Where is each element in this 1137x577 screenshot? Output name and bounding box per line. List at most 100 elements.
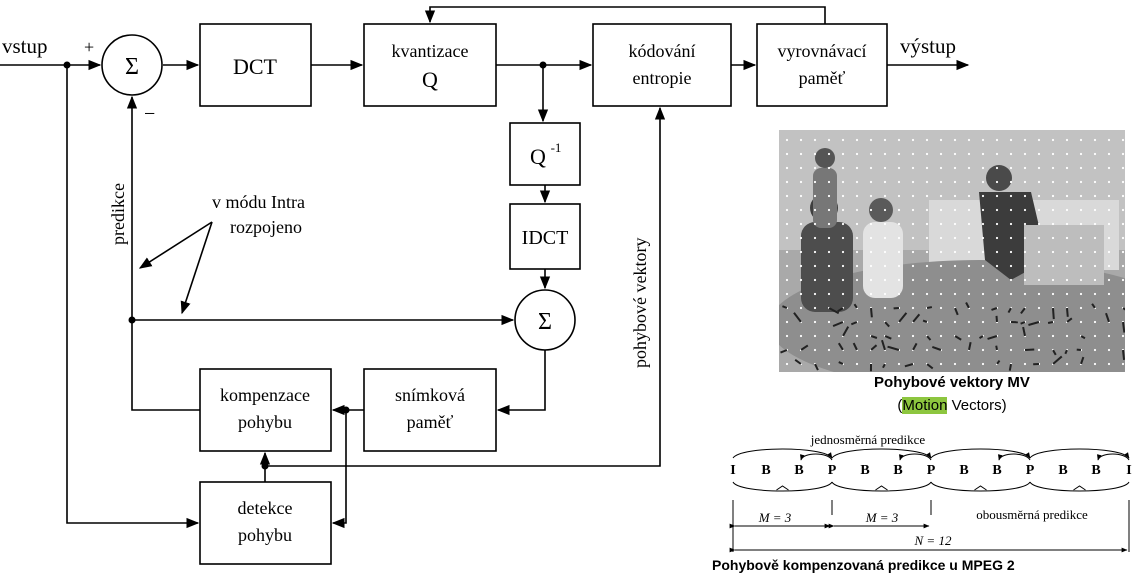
mv-dot <box>1121 236 1125 240</box>
mv-dot <box>1093 180 1097 184</box>
mv-dot <box>1009 180 1013 184</box>
mv-dot <box>1009 236 1013 240</box>
mv-dot <box>855 208 859 212</box>
mv-dot <box>981 306 985 310</box>
mv-dot <box>1051 278 1055 282</box>
mv-dot <box>1009 292 1013 296</box>
dct-label: DCT <box>233 54 278 79</box>
mv-dot <box>981 348 985 352</box>
mv-dot <box>1107 222 1111 226</box>
mv-dot <box>1107 152 1111 156</box>
mv-dot <box>1051 194 1055 198</box>
mv-dot <box>1121 152 1125 156</box>
b-arc-top-8 <box>997 453 1031 461</box>
entropy-label-2: entropie <box>633 68 692 88</box>
b-arc-top-11 <box>1096 453 1130 461</box>
buffer-label-2: paměť <box>799 68 846 88</box>
intra-label-2: rozpojeno <box>230 217 302 237</box>
mv-dot <box>841 250 845 254</box>
sum1-symbol: Σ <box>125 54 139 80</box>
invq-label: Q <box>530 144 546 169</box>
mv-dot <box>953 292 957 296</box>
mv-dot <box>813 166 817 170</box>
mv-dot <box>967 264 971 268</box>
mv-dot <box>939 138 943 142</box>
mv-dot <box>827 236 831 240</box>
mv-dot <box>785 138 789 142</box>
mv-dot <box>883 250 887 254</box>
mv-vector <box>898 312 908 323</box>
mv-dot <box>1121 292 1125 296</box>
mv-dot <box>855 194 859 198</box>
mv-dot <box>967 362 971 366</box>
b-arc-top-2 <box>799 453 833 461</box>
mv-vector <box>887 345 900 351</box>
sum2-to-framemem-arrow <box>496 350 546 416</box>
mv-dot <box>911 264 915 268</box>
mv-vector <box>978 335 984 339</box>
mv-vector <box>842 326 850 337</box>
mv-vector <box>926 306 933 309</box>
mv-dot <box>911 194 915 198</box>
gop-frame-9: P <box>1026 463 1035 478</box>
mv-dot <box>1023 208 1027 212</box>
mv-dot <box>855 264 859 268</box>
mv-dot <box>1065 236 1069 240</box>
mv-dot <box>869 236 873 240</box>
mv-dot <box>897 264 901 268</box>
gop-frame-6: P <box>927 463 936 478</box>
mv-dot <box>1093 194 1097 198</box>
mv-dot <box>785 278 789 282</box>
mv-dot <box>827 138 831 142</box>
mv-dot <box>785 194 789 198</box>
mv-dot <box>995 236 999 240</box>
mv-dot <box>953 250 957 254</box>
mv-dot <box>883 278 887 282</box>
mv-dot <box>785 320 789 324</box>
mv-vector <box>1007 307 1012 314</box>
quantizer-block <box>363 23 497 107</box>
mv-dot <box>883 264 887 268</box>
forward-arc-0 <box>732 448 833 459</box>
mv-dot <box>799 250 803 254</box>
mv-dot <box>1009 334 1013 338</box>
mv-dot <box>995 180 999 184</box>
mv-dot <box>981 362 985 366</box>
mv-vector <box>1022 326 1026 337</box>
mv-dot <box>813 306 817 310</box>
mv-vector <box>814 363 819 371</box>
mv-dot <box>1023 222 1027 226</box>
mv-dot <box>1065 250 1069 254</box>
mv-dot <box>813 278 817 282</box>
mv-dot <box>841 166 845 170</box>
mv-dot <box>1037 180 1041 184</box>
mv-dot <box>953 264 957 268</box>
summing-junction-1 <box>101 34 163 96</box>
mv-dot <box>883 152 887 156</box>
mv-dot <box>953 208 957 212</box>
mv-dot <box>1107 278 1111 282</box>
mv-dot <box>897 334 901 338</box>
mv-dot <box>1107 250 1111 254</box>
mv-dot <box>869 250 873 254</box>
mv-dot <box>1023 166 1027 170</box>
mv-dot <box>1051 334 1055 338</box>
mv-vector <box>904 363 914 368</box>
mv-vector <box>780 349 788 354</box>
mv-dot <box>925 166 929 170</box>
mv-dot <box>925 292 929 296</box>
mv-dot <box>1107 236 1111 240</box>
mv-vector <box>991 307 998 311</box>
mv-dot <box>925 152 929 156</box>
mv-dot <box>1037 152 1041 156</box>
intra-pointer-2 <box>180 221 213 315</box>
mv-vector <box>794 359 802 365</box>
mv-dot <box>813 236 817 240</box>
mv-dot <box>967 138 971 142</box>
mv-dot <box>1037 292 1041 296</box>
mv-dot <box>785 166 789 170</box>
mv-vector <box>1052 355 1063 365</box>
mv-dot <box>1065 166 1069 170</box>
inverse-quantizer-block <box>509 122 581 186</box>
mv-dot <box>995 166 999 170</box>
